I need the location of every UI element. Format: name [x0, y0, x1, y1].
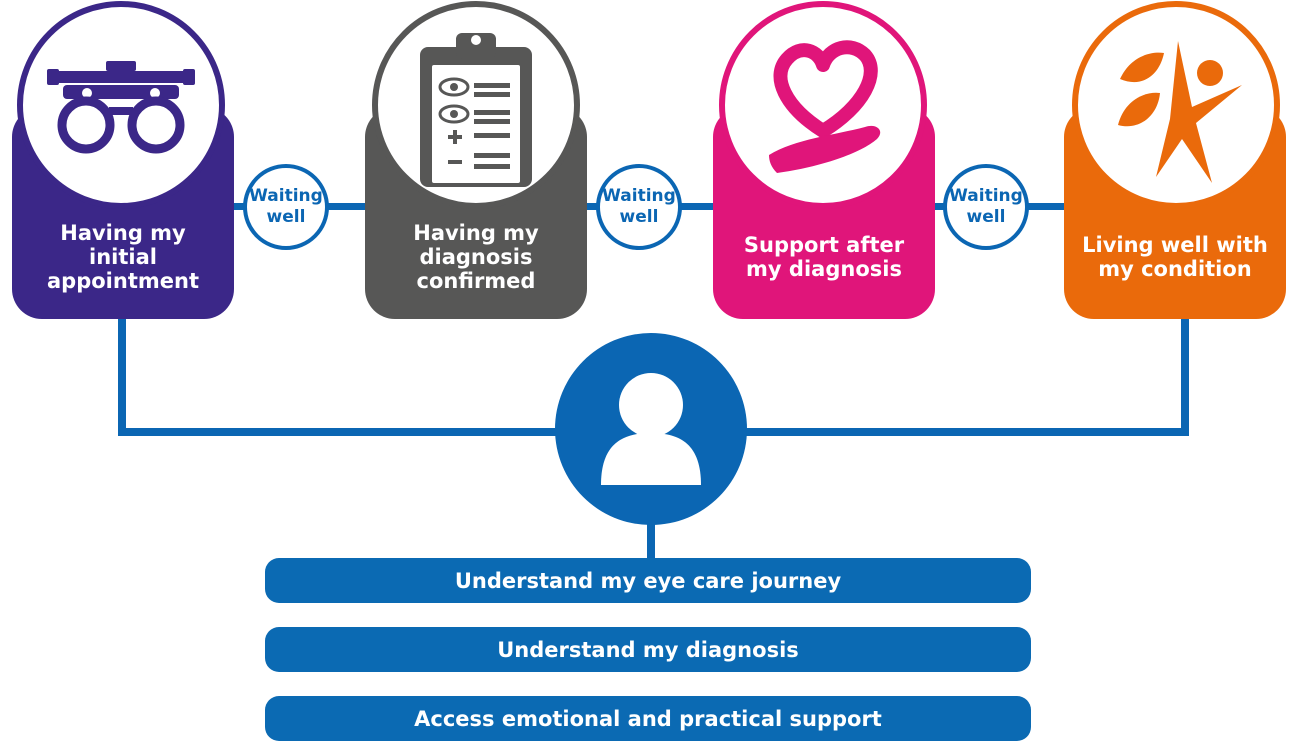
outcome-label: Understand my diagnosis	[497, 637, 799, 662]
person-with-leaves-icon	[1118, 41, 1242, 183]
connector-line	[647, 520, 655, 560]
waiting-well-node: Waiting well	[596, 164, 682, 250]
waiting-well-label: Waiting well	[249, 186, 323, 227]
stage-label: Having my diagnosis confirmed	[413, 221, 539, 293]
stage-icon-circle	[17, 1, 225, 209]
person-avatar-icon	[601, 373, 701, 485]
outcome-pill: Understand my diagnosis	[265, 627, 1031, 672]
connector-line	[1181, 310, 1189, 436]
connector-line	[118, 310, 126, 436]
outcome-pill: Understand my eye care journey	[265, 558, 1031, 603]
stage-icon-circle	[1072, 1, 1280, 209]
waiting-well-label: Waiting well	[949, 186, 1023, 227]
waiting-well-node: Waiting well	[243, 164, 329, 250]
clipboard-checklist-icon	[420, 33, 532, 187]
stage-icon-circle	[372, 1, 580, 209]
waiting-well-node: Waiting well	[943, 164, 1029, 250]
trial-frame-glasses-icon	[47, 61, 195, 154]
person-node	[555, 333, 747, 525]
heart-in-hand-icon	[769, 40, 881, 173]
stage-label: Living well with my condition	[1082, 233, 1268, 281]
stage-label: Support after my diagnosis	[743, 233, 905, 281]
waiting-well-label: Waiting well	[602, 186, 676, 227]
outcome-label: Access emotional and practical support	[414, 706, 882, 731]
outcome-label: Understand my eye care journey	[454, 568, 842, 593]
stage-label: Having my initial appointment	[47, 221, 199, 293]
outcome-pill: Access emotional and practical support	[265, 696, 1031, 741]
stage-icon-circle	[719, 1, 927, 209]
